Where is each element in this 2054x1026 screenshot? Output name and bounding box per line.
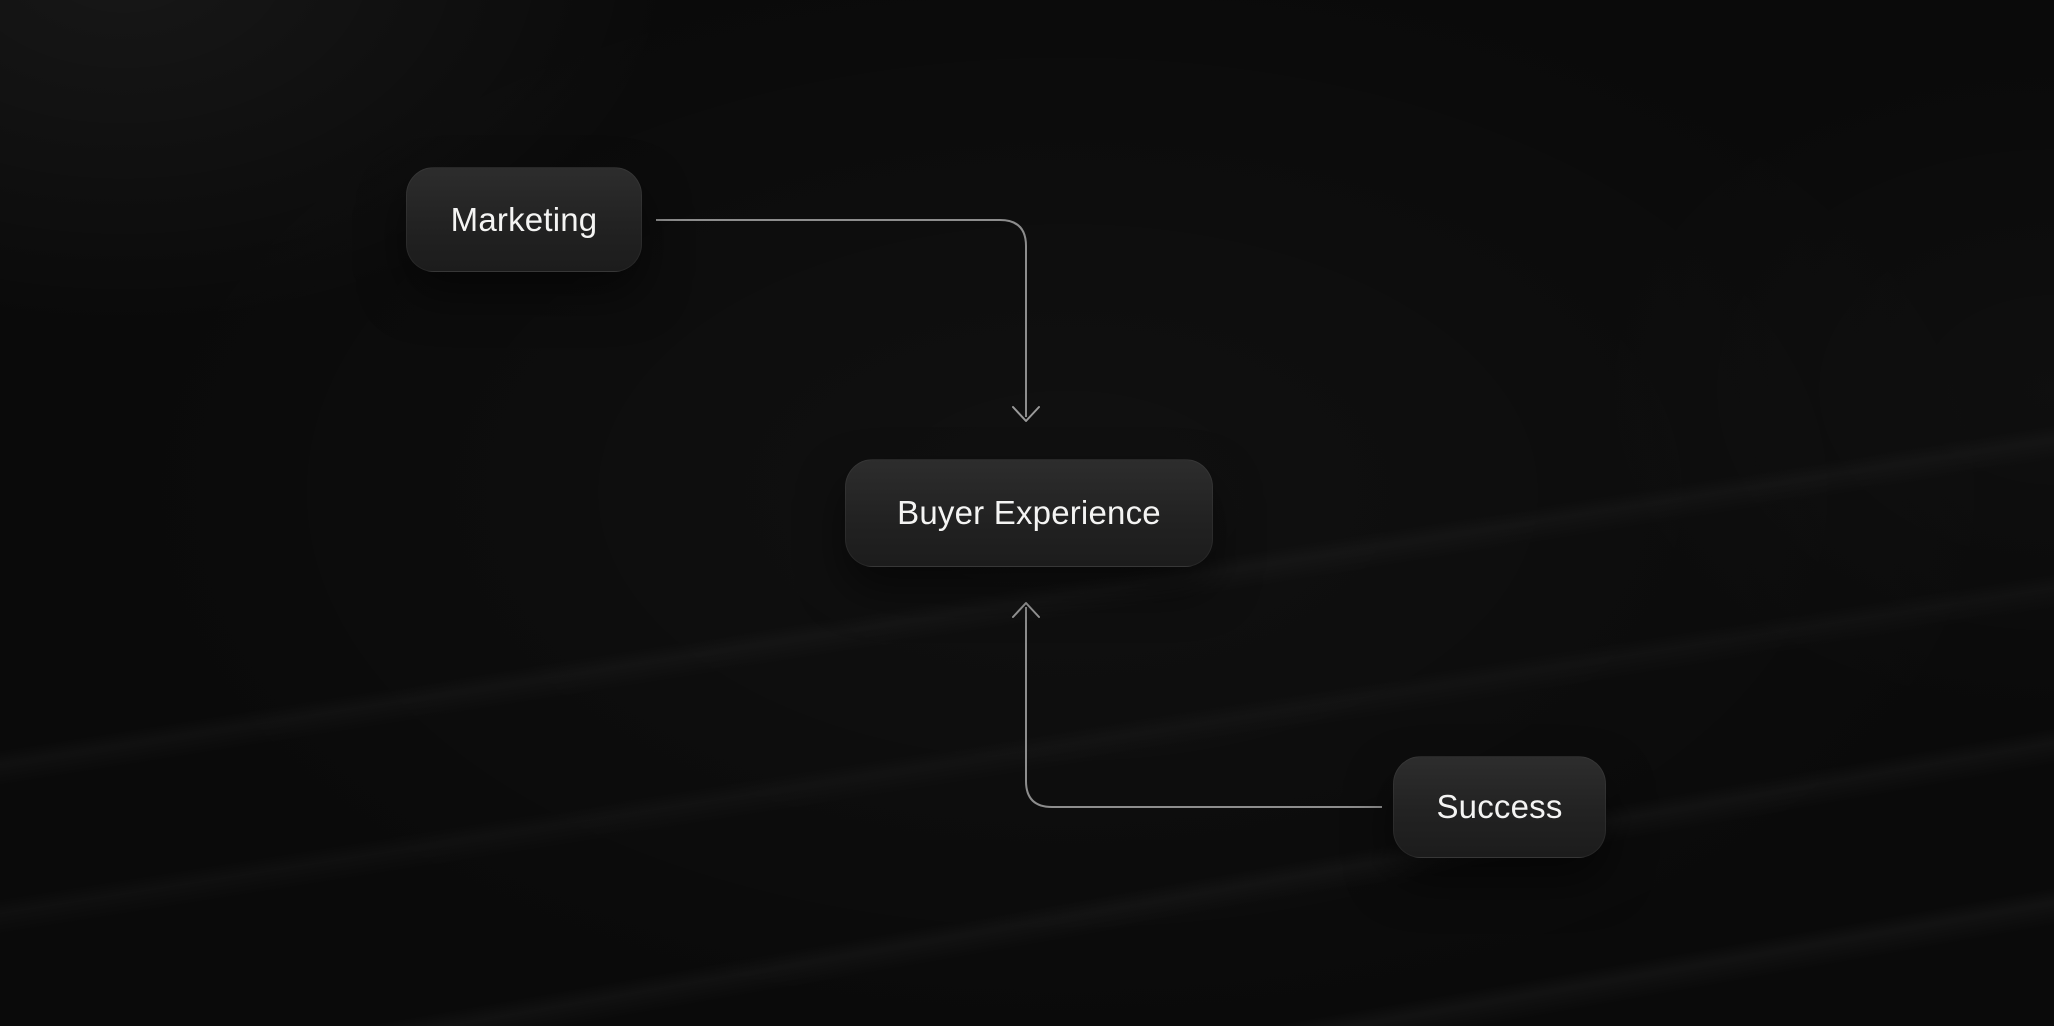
node-success-label: Success: [1436, 788, 1563, 825]
arrowhead-down-icon: [1012, 406, 1040, 422]
node-success[interactable]: Success: [1393, 756, 1606, 858]
node-buyer-experience[interactable]: Buyer Experience: [845, 459, 1213, 567]
arrowhead-up-icon: [1012, 602, 1040, 618]
edge-marketing-to-buyer-experience: [656, 219, 1027, 417]
node-buyer-experience-label: Buyer Experience: [897, 494, 1161, 531]
node-marketing[interactable]: Marketing: [406, 167, 642, 272]
node-marketing-label: Marketing: [450, 200, 598, 238]
edge-success-to-buyer-experience: [1025, 607, 1382, 808]
